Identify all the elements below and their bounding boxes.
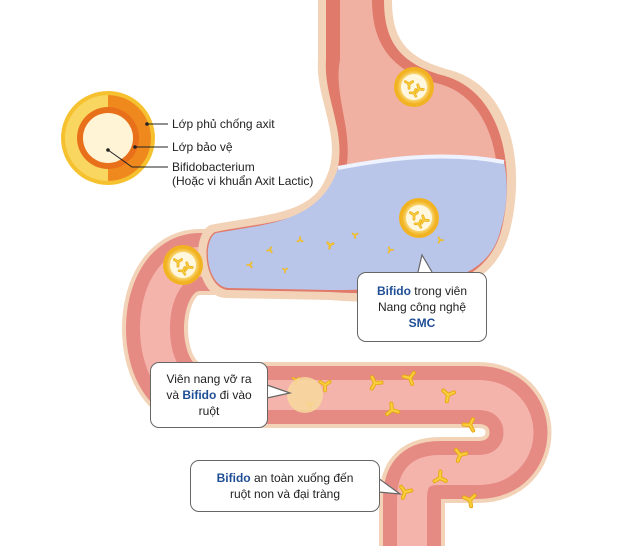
label-bacteria-note: (Hoặc vi khuẩn Axit Lactic) — [172, 174, 314, 188]
bacterium-icon — [296, 236, 304, 243]
brand-text: Bifido — [182, 388, 217, 402]
bacterium-icon — [399, 484, 414, 500]
stomach — [198, 0, 517, 302]
bacterium-icon — [413, 219, 423, 229]
callout-capsule-break: Viên nang vỡ ra và Bifido đi vào ruột — [150, 362, 268, 428]
capsule-icon — [394, 67, 434, 107]
intestine — [122, 229, 552, 546]
broken-capsule — [287, 377, 323, 413]
tech-text: SMC — [408, 316, 436, 330]
bacterium-icon — [177, 266, 187, 276]
bacterium-icon — [351, 232, 359, 239]
bacterium-icon — [437, 236, 444, 244]
capsule-group — [163, 67, 439, 285]
bacterium-icon — [432, 469, 448, 484]
bacterium-icon — [266, 246, 273, 254]
capsule-cross-section — [61, 91, 168, 185]
bacterium-icon — [414, 83, 425, 94]
callout-text: trong viên — [410, 284, 468, 298]
bacterium-icon — [369, 375, 384, 391]
bacterium-icon — [326, 241, 335, 250]
callout-text: và — [166, 388, 183, 402]
callout-text: an toàn xuống đến — [250, 471, 354, 485]
bacterium-icon — [408, 88, 418, 98]
bacterium-icon — [454, 447, 469, 463]
brand-text: Bifido — [216, 471, 251, 485]
label-bacteria: Bifidobacterium — [172, 160, 255, 174]
bacterium-icon — [387, 246, 394, 254]
bacterium-icon — [419, 214, 430, 225]
callout-text: ruột non và đại tràng — [229, 487, 341, 501]
bacterium-icon — [173, 258, 183, 268]
callout-text: ruột — [198, 404, 220, 418]
bacterium-icon — [318, 379, 332, 393]
bacterium-icon — [409, 211, 419, 221]
bacterium-icon — [441, 388, 456, 404]
label-outer-layer: Lớp phủ chống axit — [172, 117, 275, 131]
bacterium-icon — [183, 261, 194, 272]
label-protect-layer: Lớp bảo vệ — [172, 140, 233, 154]
capsule-icon — [399, 198, 439, 238]
callout-intestine: Bifido an toàn xuống đến ruột non và đại… — [190, 460, 380, 512]
bacterium-icon — [462, 493, 477, 509]
callout-text: Viên nang vỡ ra — [166, 372, 252, 386]
capsule-icon — [163, 245, 203, 285]
bacterium-icon — [404, 80, 414, 90]
bacterium-icon — [385, 401, 401, 417]
bacterium-icon — [401, 370, 416, 386]
callout-text: đi vào — [216, 388, 252, 402]
callout-stomach: Bifido trong viên Nang công nghệ SMC — [357, 272, 487, 342]
callout-text: Nang công nghệ — [377, 300, 467, 314]
bacterium-icon — [246, 261, 253, 269]
bacterium-icon — [461, 417, 476, 433]
callout-pointers — [266, 253, 433, 495]
bacterium-icon — [282, 267, 288, 274]
brand-text: Bifido — [376, 284, 411, 298]
